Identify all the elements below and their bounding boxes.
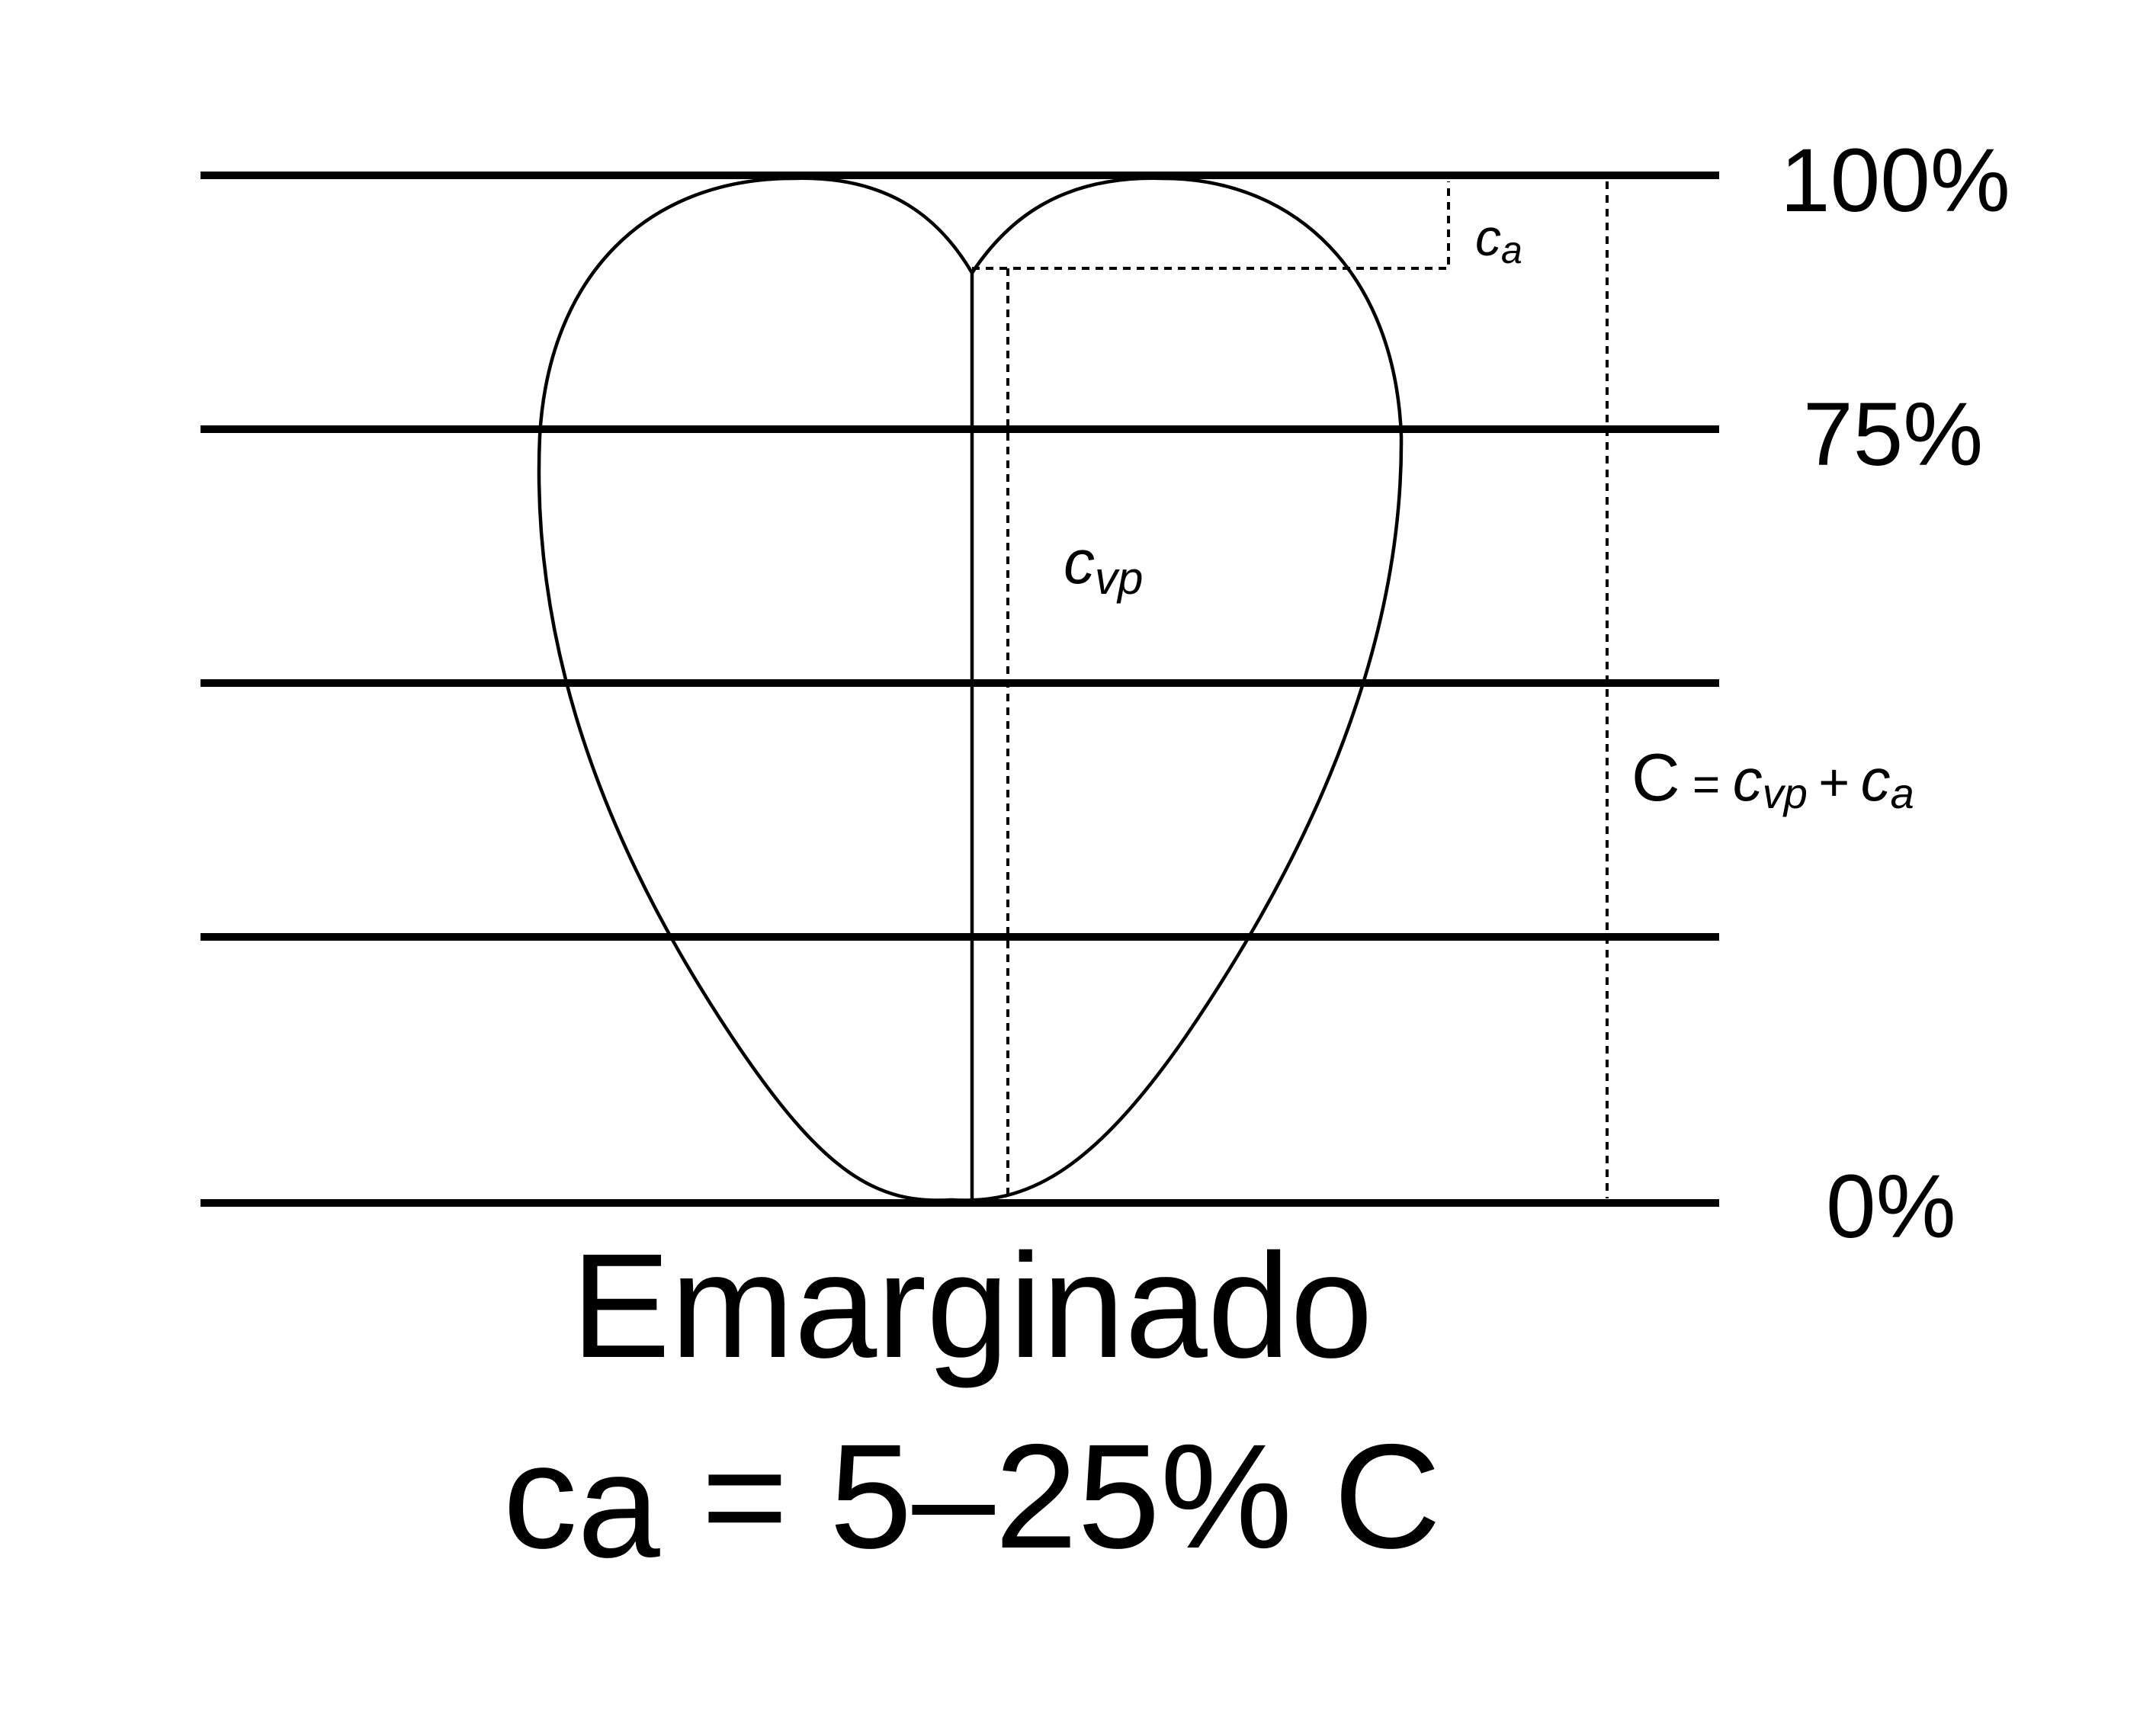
leaf-outline bbox=[537, 176, 1404, 1202]
ca-label: ca bbox=[1475, 209, 1522, 271]
caption-formula: ca = 5–25% C bbox=[503, 1413, 1441, 1589]
label-100-percent: 100% bbox=[1780, 130, 2010, 231]
total-formula: C = cvp + ca bbox=[1631, 739, 1914, 817]
label-75-percent: 75% bbox=[1803, 384, 1983, 485]
measurement-guides bbox=[972, 181, 1609, 1198]
cvp-label: cvp bbox=[1064, 528, 1143, 604]
ca-guide bbox=[972, 181, 1450, 270]
reference-lines bbox=[201, 172, 1719, 1207]
caption-title: Emarginado bbox=[571, 1223, 1372, 1389]
label-0-percent: 0% bbox=[1826, 1156, 1956, 1257]
